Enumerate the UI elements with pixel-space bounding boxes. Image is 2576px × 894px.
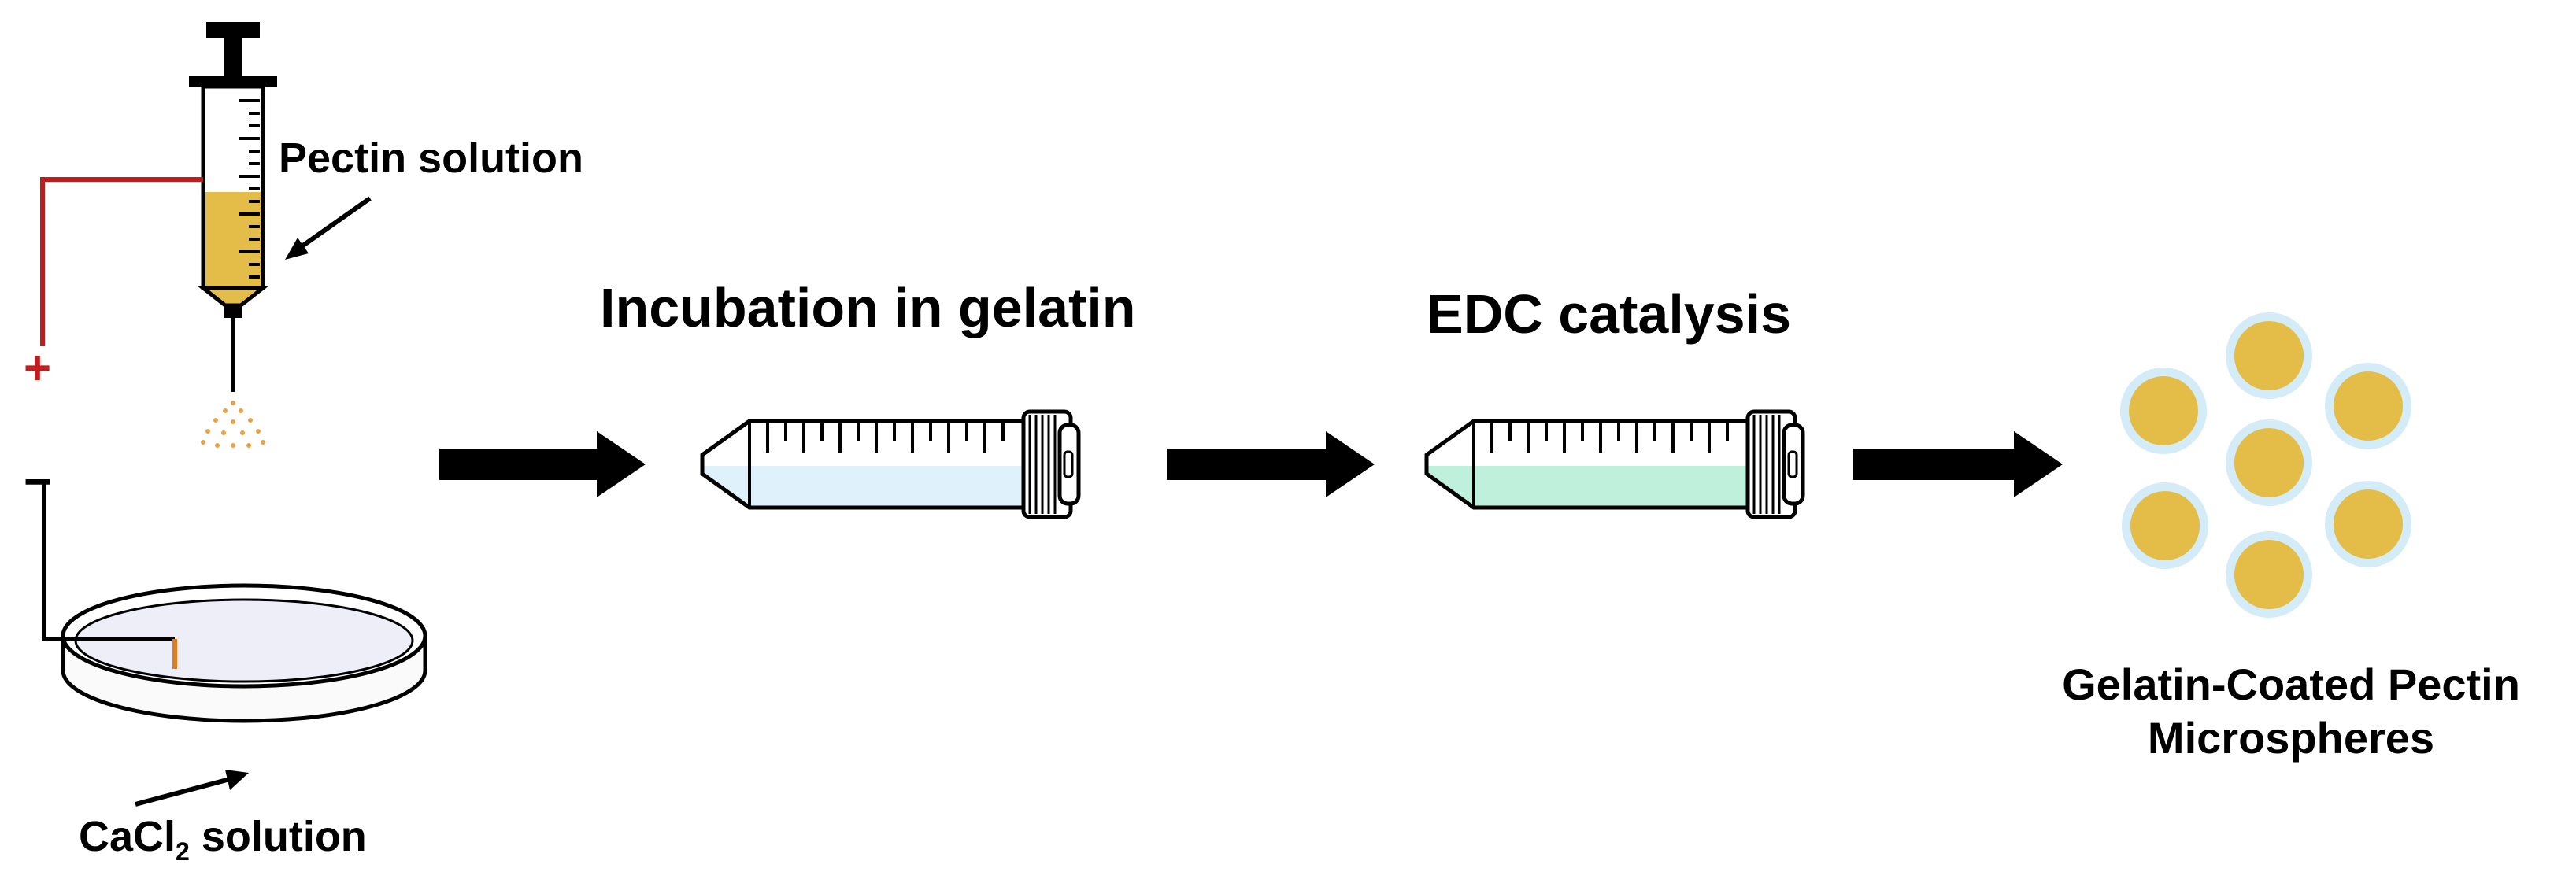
tube-gelatin [700,409,1081,519]
negative-wire [42,483,175,641]
microsphere [2325,481,2411,567]
petri-dish [61,583,427,723]
cacl2-solution-label: CaCl2 solution [79,815,367,864]
cacl2-pointer-arrow [135,770,249,807]
cacl2-formula: CaCl [79,813,176,860]
pectin-pointer-arrow [285,196,372,260]
positive-wire [40,177,203,346]
tube-edc [1424,409,1805,519]
cacl2-subscript: 2 [176,837,190,866]
positive-electrode-label: + [24,342,52,394]
spray-droplets [201,401,265,448]
microsphere [2226,419,2312,506]
product-label-line2: Microspheres [2147,713,2435,763]
cacl2-solution-word: solution [189,813,367,860]
product-label-line1: Gelatin-Coated Pectin [2062,659,2520,709]
process-arrow-3 [1853,431,2063,497]
process-arrow-2 [1167,431,1375,497]
negative-electrode-label: − [24,455,53,509]
microsphere [2120,368,2207,454]
microsphere [2325,363,2411,449]
process-arrow-1 [439,431,646,497]
syringe [189,22,277,392]
microsphere [2226,531,2312,618]
pectin-solution-label: Pectin solution [279,135,584,182]
incubation-step-label: Incubation in gelatin [600,277,1136,338]
microsphere [2122,482,2208,569]
edc-step-label: EDC catalysis [1427,283,1792,345]
microsphere [2226,312,2312,399]
microspheres-cluster [2120,312,2411,618]
